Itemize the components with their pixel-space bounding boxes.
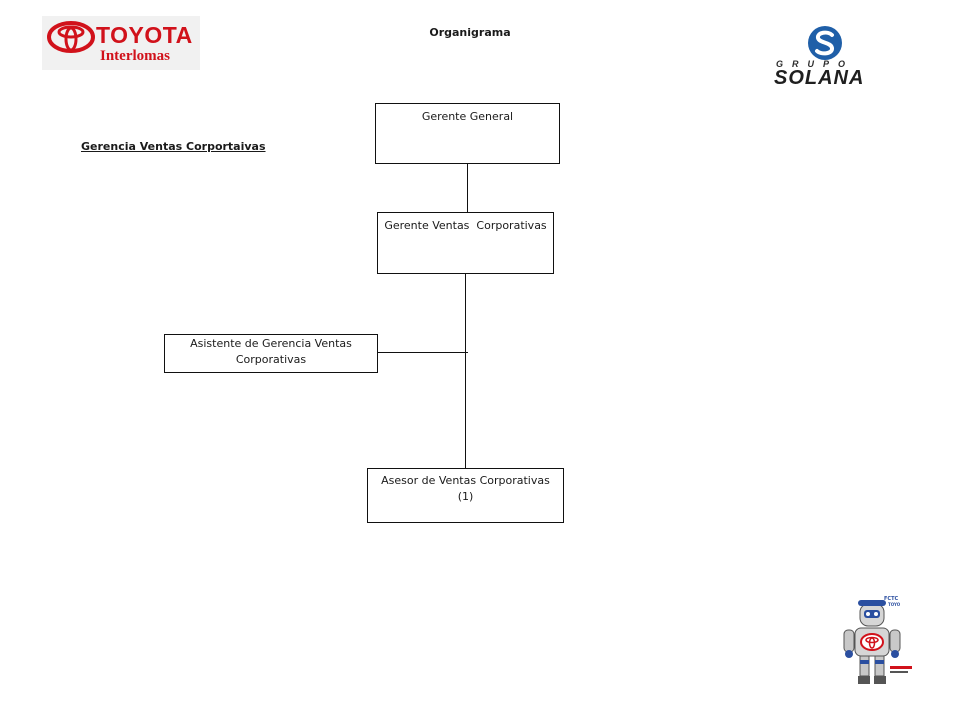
- org-box-label: Gerente General: [421, 110, 514, 123]
- org-box-label: Asesor de Ventas Corporativas: [381, 474, 550, 487]
- interlomas-wordmark: Interlomas: [100, 48, 170, 64]
- section-title: Gerencia Ventas Corportaivas: [81, 140, 266, 153]
- org-box-asistente-gerencia: Asistente de Gerencia Ventas Corporativa…: [164, 334, 378, 373]
- org-box-gerente-general: Gerente General: [375, 103, 560, 164]
- org-box-count: (1): [457, 490, 474, 503]
- org-box-asesor-ventas: Asesor de Ventas Corporativas (1): [367, 468, 564, 523]
- page-title: Organigrama: [429, 26, 511, 39]
- toyota-emblem-icon: [47, 21, 95, 53]
- solana-wordmark: SOLANA: [774, 67, 865, 89]
- svg-text:FCTC: FCTC: [884, 596, 898, 602]
- connector-general-to-ventas: [467, 164, 468, 212]
- toyota-robot-mascot-icon: FCTC TOYO: [843, 596, 912, 684]
- org-box-label: Asistente de Gerencia Ventas Corporativa…: [190, 337, 352, 366]
- toyota-wordmark: TOYOTA: [96, 22, 193, 48]
- solana-emblem-icon: [808, 26, 842, 60]
- connector-ventas-to-asesor: [465, 274, 466, 468]
- grupo-wordmark: GRUPO: [776, 59, 855, 69]
- connector-asistente: [378, 352, 468, 353]
- org-box-label: Gerente Ventas Corporativas: [384, 219, 547, 232]
- toyota-interlomas-logo: TOYOTA Interlomas: [42, 16, 200, 70]
- grupo-solana-logo: GRUPO SOLANA: [770, 24, 880, 90]
- org-box-gerente-ventas-corporativas: Gerente Ventas Corporativas: [377, 212, 554, 274]
- svg-text:TOYO: TOYO: [888, 602, 901, 607]
